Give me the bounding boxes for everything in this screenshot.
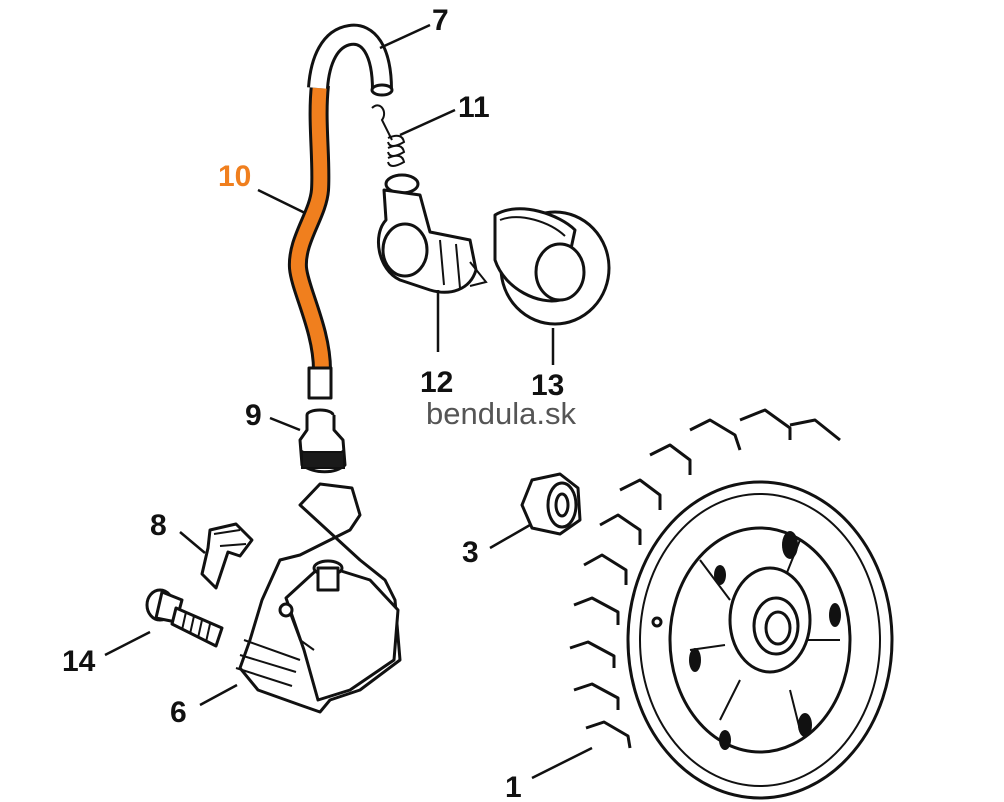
callout-12: 12	[420, 366, 453, 399]
callout-13: 13	[531, 369, 564, 402]
grommet-part-13	[493, 207, 611, 326]
screw-part-14	[145, 588, 224, 648]
clip-part-8	[200, 522, 254, 590]
callout-9: 9	[245, 399, 262, 432]
callout-1: 1	[505, 771, 522, 802]
callout-3: 3	[462, 536, 479, 569]
callout-11: 11	[458, 91, 490, 124]
spring-part-11	[371, 104, 406, 167]
callout-6: 6	[170, 696, 187, 729]
elbow-part-12	[377, 173, 488, 294]
leader-lines	[104, 23, 593, 780]
callout-7: 7	[432, 4, 449, 37]
hose-part-10	[287, 23, 394, 400]
callout-8: 8	[150, 509, 167, 542]
flywheel-part-1	[569, 408, 894, 800]
callout-14: 14	[62, 645, 96, 678]
connector-part-9	[298, 408, 347, 474]
callout-10: 10	[218, 160, 251, 193]
ignition-module-part-6	[235, 482, 402, 714]
watermark: bendula.sk	[426, 396, 576, 431]
nut-part-3	[520, 472, 582, 536]
